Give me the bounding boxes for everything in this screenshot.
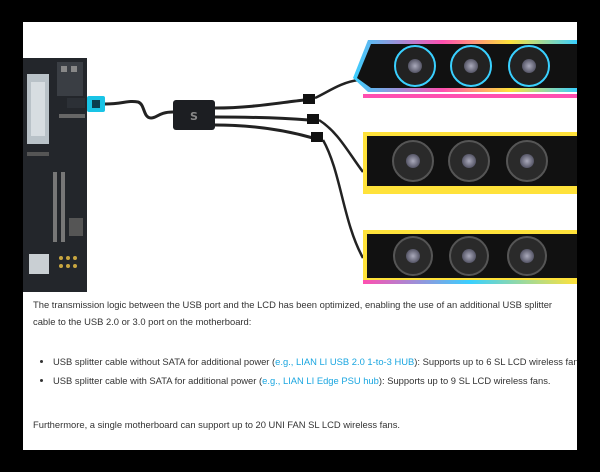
edge-psu-hub-link[interactable]: e.g., LIAN LI Edge PSU hub xyxy=(262,374,379,386)
list-item: USB splitter cable without SATA for addi… xyxy=(53,354,577,371)
list-item: USB splitter cable with SATA for additio… xyxy=(53,373,577,390)
svg-text:S: S xyxy=(190,110,198,123)
content-card: S xyxy=(23,22,577,450)
fan-cluster-top xyxy=(353,40,577,98)
splitter-hub: S xyxy=(173,100,215,130)
splitter-options-list: USB splitter cable without SATA for addi… xyxy=(33,354,577,391)
usb-connector xyxy=(87,96,105,112)
usb-hub-link[interactable]: e.g., LIAN LI USB 2.0 1-to-3 HUB xyxy=(275,356,415,367)
fan-cluster-middle xyxy=(363,132,577,194)
outro-paragraph: Furthermore, a single motherboard can su… xyxy=(33,419,401,430)
fan-cluster-bottom xyxy=(363,230,577,284)
intro-paragraph: The transmission logic between the USB p… xyxy=(33,299,553,327)
product-illustration: S xyxy=(23,40,577,292)
motherboard-graphic xyxy=(23,58,87,292)
